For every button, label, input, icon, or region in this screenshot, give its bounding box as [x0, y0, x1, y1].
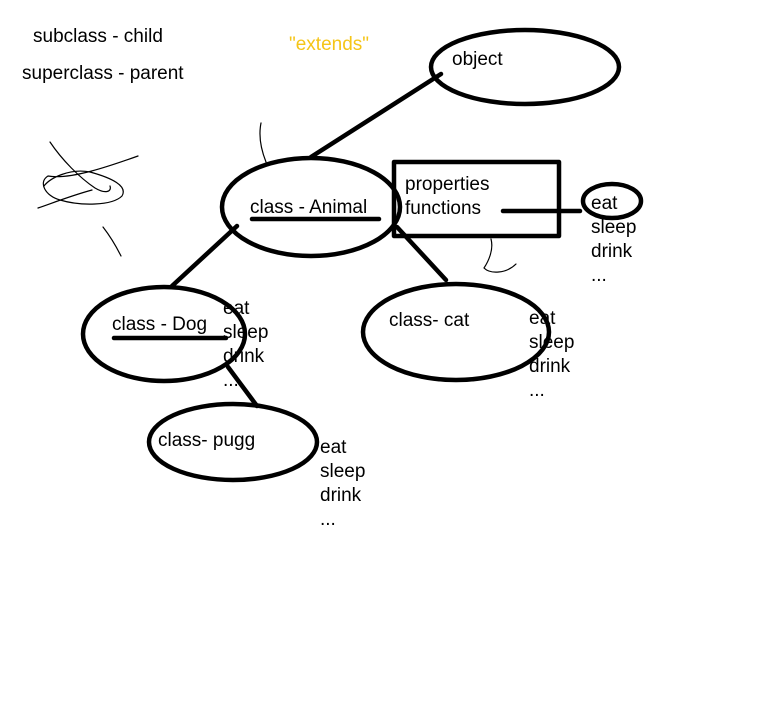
scribble-mark-top	[259, 122, 267, 163]
members-list-animal: eat sleep drink...	[591, 193, 636, 286]
legend-extends: "extends"	[289, 34, 369, 55]
legend-superclass: superclass - parent	[22, 63, 184, 84]
member-item: ...	[529, 380, 545, 401]
animal-node	[219, 155, 403, 259]
scribble-doodle	[37, 141, 139, 209]
dog-pugg-connector	[225, 364, 260, 409]
eat-circle	[580, 181, 644, 221]
member-item: drink	[529, 356, 571, 377]
cat-node	[360, 281, 552, 383]
scribble-hook	[483, 238, 517, 273]
animal-dog-connector	[169, 223, 240, 289]
member-item: sleep	[320, 461, 365, 482]
member-item: eat	[591, 193, 618, 214]
pugg-node	[146, 401, 320, 483]
pugg-label: class- pugg	[158, 430, 255, 451]
member-item: sleep	[591, 217, 636, 238]
member-item: drink	[320, 485, 362, 506]
members-list-pugg: eat sleep drink...	[320, 437, 365, 530]
object-node	[428, 27, 622, 107]
members-list-cat: eat sleep drink...	[529, 308, 574, 401]
object-animal-connector	[308, 71, 444, 160]
member-item: eat	[223, 298, 250, 319]
member-item: drink	[223, 346, 265, 367]
object-label: object	[452, 49, 503, 70]
properties-label: properties	[405, 174, 490, 195]
member-item: ...	[320, 509, 336, 530]
member-item: eat	[320, 437, 347, 458]
functions-label: functions	[405, 198, 481, 219]
dog-node	[80, 284, 248, 384]
member-item: ...	[223, 370, 239, 391]
member-item: ...	[591, 265, 607, 286]
dog-label: class - Dog	[112, 314, 207, 335]
members-list-dog: eat sleep drink...	[223, 298, 268, 391]
cat-label: class- cat	[389, 310, 470, 331]
member-item: drink	[591, 241, 633, 262]
member-item: sleep	[529, 332, 574, 353]
animal-label: class - Animal	[250, 197, 367, 218]
members-box	[391, 159, 562, 239]
member-item: sleep	[223, 322, 268, 343]
legend-subclass: subclass - child	[33, 26, 163, 47]
member-item: eat	[529, 308, 556, 329]
scribble-tick	[102, 226, 122, 257]
